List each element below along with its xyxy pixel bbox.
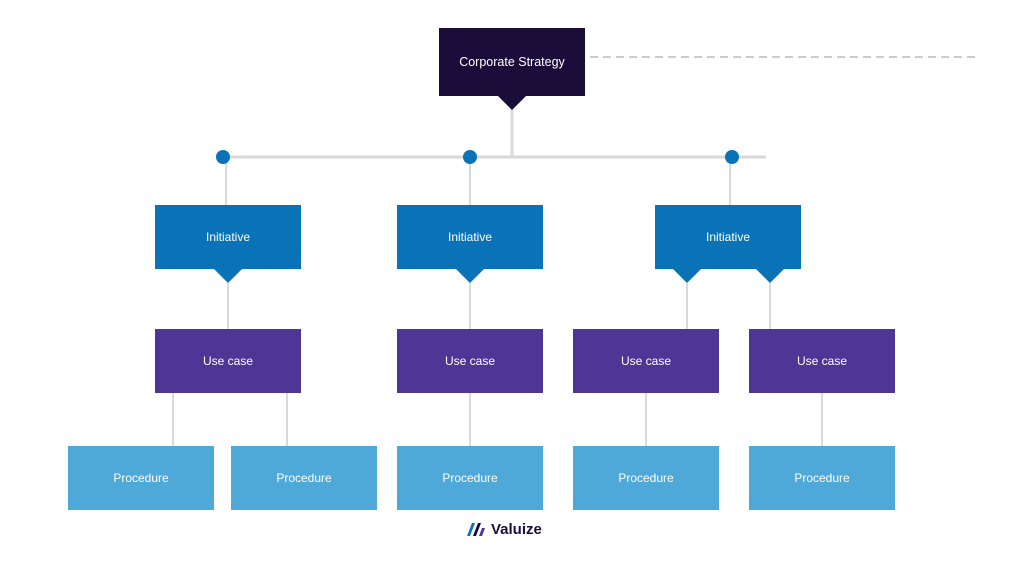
- procedure-label: Procedure: [794, 471, 850, 485]
- initiative-label: Initiative: [705, 230, 751, 244]
- procedure-label: Procedure: [618, 471, 674, 485]
- bus-dot-3: [725, 150, 739, 164]
- initiative-label: Initiative: [205, 230, 251, 244]
- procedure-box-3: Procedure: [397, 446, 543, 510]
- bus-dot-1: [216, 150, 230, 164]
- initiative-box-2: Initiative: [397, 205, 543, 269]
- procedure-label: Procedure: [442, 471, 498, 485]
- corporate-strategy-box: Corporate Strategy: [439, 28, 585, 96]
- initiative-1-pointer: [214, 269, 242, 283]
- use-case-label: Use case: [620, 354, 672, 368]
- initiative-3-pointer-right: [756, 269, 784, 283]
- procedure-box-1: Procedure: [68, 446, 214, 510]
- initiative-3-pointer-left: [673, 269, 701, 283]
- initiative-box-3: Initiative: [655, 205, 801, 269]
- use-case-box-1: Use case: [155, 329, 301, 393]
- valuize-logo-icon: [467, 523, 485, 536]
- bus-dot-2: [463, 150, 477, 164]
- use-case-label: Use case: [202, 354, 254, 368]
- initiative-box-1: Initiative: [155, 205, 301, 269]
- initiative-label: Initiative: [447, 230, 493, 244]
- procedure-label: Procedure: [276, 471, 332, 485]
- use-case-box-4: Use case: [749, 329, 895, 393]
- use-case-box-2: Use case: [397, 329, 543, 393]
- procedure-box-5: Procedure: [749, 446, 895, 510]
- strategy-pointer: [498, 96, 526, 110]
- corporate-strategy-label: Corporate Strategy: [459, 55, 565, 69]
- initiative-2-pointer: [456, 269, 484, 283]
- use-case-label: Use case: [796, 354, 848, 368]
- use-case-box-3: Use case: [573, 329, 719, 393]
- valuize-logo-text: Valuize: [491, 521, 542, 538]
- procedure-box-2: Procedure: [231, 446, 377, 510]
- use-case-label: Use case: [444, 354, 496, 368]
- procedure-box-4: Procedure: [573, 446, 719, 510]
- procedure-label: Procedure: [113, 471, 169, 485]
- valuize-logo: Valuize: [466, 521, 542, 538]
